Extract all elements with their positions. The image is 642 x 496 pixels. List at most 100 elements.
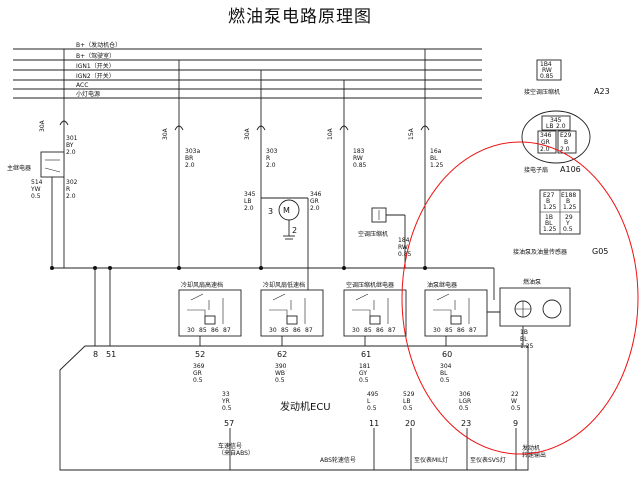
svg-text:52: 52 xyxy=(195,350,205,359)
fuses: 30A 30A 30A 10A 15A xyxy=(39,49,430,270)
highlight-circle xyxy=(401,141,639,455)
fuse-rating: 10A xyxy=(327,127,334,140)
svg-text:11: 11 xyxy=(369,419,379,428)
svg-text:85: 85 xyxy=(364,327,372,334)
svg-text:B: B xyxy=(566,198,570,205)
fuse-rating: 15A xyxy=(408,127,415,140)
connector-id: A23 xyxy=(594,87,610,96)
svg-text:2.0: 2.0 xyxy=(556,123,566,130)
connector-id: A106 xyxy=(560,165,581,174)
connector-id: G05 xyxy=(592,247,608,256)
relay-label: 油泵继电器 xyxy=(427,281,457,289)
svg-text:0.5: 0.5 xyxy=(563,226,573,233)
svg-text:62: 62 xyxy=(277,350,287,359)
svg-text:20: 20 xyxy=(405,419,415,428)
rail-label: ACC xyxy=(76,82,88,89)
svg-text:M: M xyxy=(283,206,290,215)
svg-text:87: 87 xyxy=(388,327,396,334)
svg-text:87: 87 xyxy=(223,327,231,334)
relay: 冷却风扇低速档 30 85 86 87 xyxy=(260,281,324,337)
svg-text:LB: LB xyxy=(546,123,553,130)
svg-text:29: 29 xyxy=(565,214,573,221)
svg-text:B: B xyxy=(564,139,568,146)
connector-label: 接电子扇 xyxy=(524,166,548,174)
diagram-title: 燃油泵电路原理图 xyxy=(228,7,372,27)
svg-text:Y: Y xyxy=(565,220,570,227)
relay: 冷却风扇高速档 30 85 86 87 xyxy=(178,281,242,337)
fuse-rating: 30A xyxy=(244,127,251,140)
svg-text:E27: E27 xyxy=(543,192,555,199)
svg-text:30: 30 xyxy=(187,327,195,334)
svg-text:30: 30 xyxy=(269,327,277,334)
signal-label: ABS轮速信号 xyxy=(320,456,356,464)
svg-text:BL: BL xyxy=(545,220,553,227)
svg-text:RW: RW xyxy=(542,67,552,74)
connector-a23: 1B4 RW 0.85 接空调压缩机 A23 xyxy=(524,59,610,96)
relay: 空调压缩机继电器 30 85 86 87 xyxy=(343,281,407,337)
rail-label: IGN2（开关） xyxy=(76,72,115,80)
svg-text:GR: GR xyxy=(541,139,550,146)
relay-label: 空调压缩机继电器 xyxy=(346,281,394,289)
ecu-label: 发动机ECU xyxy=(280,400,331,413)
svg-text:86: 86 xyxy=(457,327,465,334)
svg-text:345: 345 xyxy=(550,117,562,124)
svg-text:1B: 1B xyxy=(545,214,553,221)
svg-text:61: 61 xyxy=(361,350,371,359)
connector-g05: E27 B 1.25 E188 B 1.25 1B BL 1.25 29 Y 0… xyxy=(513,189,608,256)
svg-text:8: 8 xyxy=(93,350,98,359)
svg-text:85: 85 xyxy=(281,327,289,334)
connector-a106: 345 LB 2.0 346 GR 2.0 E29 B 2.0 接电子扇 A10… xyxy=(521,110,591,174)
rail-label: 小灯电源 xyxy=(76,90,100,98)
signal-label: 至仪表SVS灯 xyxy=(470,456,506,464)
svg-text:87: 87 xyxy=(305,327,313,334)
svg-text:87: 87 xyxy=(469,327,477,334)
fan-pin: 2 xyxy=(292,226,297,235)
svg-text:E29: E29 xyxy=(560,132,572,139)
svg-text:23: 23 xyxy=(461,419,471,428)
svg-text:57: 57 xyxy=(224,419,234,428)
fuel-pump-label: 燃油泵 xyxy=(523,278,541,286)
rail-label: B+（驾驶室） xyxy=(76,52,115,60)
svg-text:60: 60 xyxy=(442,350,452,359)
fan-pin: 3 xyxy=(268,207,273,216)
svg-text:86: 86 xyxy=(293,327,301,334)
svg-text:30: 30 xyxy=(352,327,360,334)
svg-text:2.0: 2.0 xyxy=(560,146,570,153)
relay-group: 冷却风扇高速档 30 85 86 87 冷却风扇低速档 30 85 86 87 … xyxy=(178,281,505,346)
svg-text:1.25: 1.25 xyxy=(543,226,557,233)
relay-label: 冷却风扇高速档 xyxy=(181,281,223,289)
connector-label: 接空调压缩机 xyxy=(524,88,560,96)
svg-text:1.25: 1.25 xyxy=(563,204,577,211)
ground-bus xyxy=(50,266,495,346)
signal-label: 至仪表MIL灯 xyxy=(414,456,448,464)
compressor-label: 空调压缩机 xyxy=(358,230,388,238)
signal-label: 发动机转速输出 xyxy=(522,444,546,459)
svg-text:85: 85 xyxy=(445,327,453,334)
svg-text:86: 86 xyxy=(376,327,384,334)
signal-label: 车速信号（来自ABS） xyxy=(218,442,254,457)
svg-text:1B4: 1B4 xyxy=(540,61,552,68)
svg-text:51: 51 xyxy=(106,350,116,359)
